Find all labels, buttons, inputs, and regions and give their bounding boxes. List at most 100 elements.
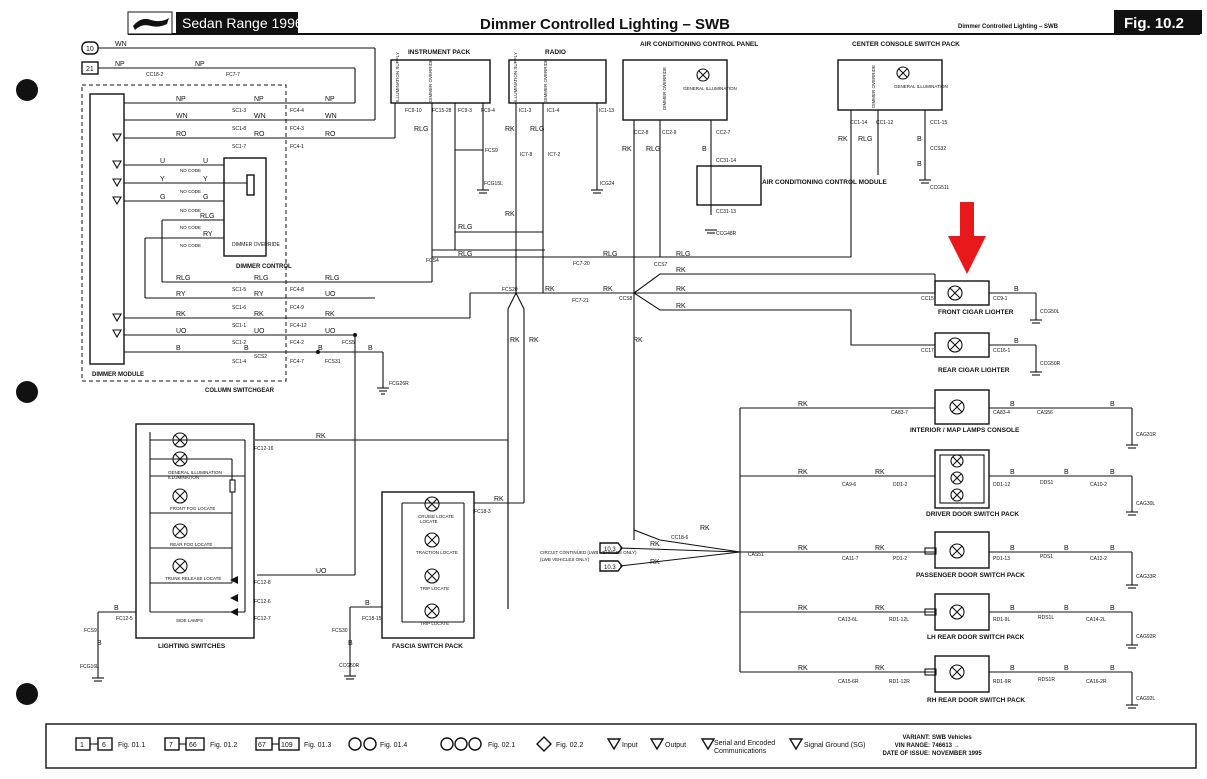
diagram-label: Fig. 01.2 bbox=[210, 742, 237, 749]
diagram-label: FASCIA SWITCH PACK bbox=[392, 643, 463, 650]
diagram-label: Input bbox=[622, 742, 638, 749]
diagram-shape bbox=[112, 329, 122, 339]
diagram-shape bbox=[112, 196, 122, 206]
diagram-label: RK bbox=[875, 545, 885, 552]
diagram-label: RO bbox=[325, 131, 336, 138]
diagram-shape bbox=[633, 342, 741, 553]
diagram-shape bbox=[896, 66, 910, 80]
diagram-label: CC1-14 bbox=[850, 120, 867, 126]
diagram-label: RO bbox=[254, 131, 265, 138]
diagram-label: AIR CONDITIONING CONTROL PANEL bbox=[640, 41, 758, 48]
diagram-label: RD1-9R bbox=[993, 679, 1011, 685]
diagram-label: B bbox=[1014, 286, 1019, 293]
lighting-switches: GENERAL ILLUMINATION ILLUMINATION FRONT … bbox=[80, 423, 327, 682]
diagram-shape bbox=[696, 68, 710, 82]
diagram-shape bbox=[939, 454, 985, 504]
red-arrow-pointer bbox=[948, 202, 986, 274]
diagram-label: RLG bbox=[676, 251, 690, 258]
diagram-label: RK bbox=[700, 525, 710, 532]
diagram-label: CCG48R bbox=[716, 231, 737, 237]
diagram-label: FC4-7 bbox=[290, 359, 304, 365]
diagram-label: (LWB VEHICLES ONLY) bbox=[540, 557, 590, 562]
diagram-shape bbox=[381, 491, 475, 639]
diagram-label: IC7-2 bbox=[548, 152, 560, 158]
diagram-label: TRIP LOCATE bbox=[420, 621, 449, 626]
diagram-label: B bbox=[1064, 469, 1069, 476]
diagram-shape bbox=[924, 608, 937, 616]
diagram-label: 21 bbox=[86, 66, 94, 73]
diagram-label: B bbox=[1064, 665, 1069, 672]
diagram-shape bbox=[949, 399, 965, 415]
diagram-shape bbox=[174, 560, 186, 572]
diagram-label: FCG15L bbox=[484, 181, 503, 187]
diagram-label: B bbox=[1010, 605, 1015, 612]
diagram-label: CA15-6R bbox=[838, 679, 859, 685]
diagram-label: WN bbox=[115, 41, 127, 48]
diagram-label: B bbox=[917, 161, 922, 168]
diagram-label: Output bbox=[665, 742, 686, 749]
diagram-label: CCG50L bbox=[1040, 309, 1060, 315]
diagram-shape bbox=[174, 525, 186, 537]
diagram-label: NP bbox=[254, 96, 264, 103]
diagram-label: RK bbox=[603, 286, 613, 293]
diagram-label: TRACTION LOCATE bbox=[416, 550, 458, 555]
diagram-label: RK bbox=[875, 605, 885, 612]
diagram-label: GENERAL ILLUMINATION bbox=[168, 470, 222, 475]
diagram-label: COLUMN SWITCHGEAR bbox=[205, 388, 275, 394]
diagram-label: 7 bbox=[169, 742, 173, 749]
diagram-label: U bbox=[160, 158, 165, 165]
fig-number: Fig. 10.2 bbox=[1124, 15, 1184, 32]
diagram-label: Y bbox=[203, 176, 208, 183]
diagram-label: RK bbox=[798, 545, 808, 552]
diagram-label: NO CODE bbox=[180, 225, 201, 230]
diagram-shape bbox=[633, 292, 935, 346]
diagram-shape bbox=[599, 542, 623, 554]
diagram-label: 746613 → bbox=[932, 743, 960, 749]
diagram-shape bbox=[952, 473, 962, 483]
diagram-label: Fig. 01.1 bbox=[118, 742, 145, 749]
binder-hole bbox=[16, 683, 38, 705]
diagram-label: CAG31R bbox=[1136, 432, 1156, 438]
diagram-label: TRUNK RELEASE LOCATE bbox=[165, 576, 221, 581]
diagram-label: B bbox=[1110, 545, 1115, 552]
diagram-label: Serial and Encoded bbox=[714, 740, 775, 747]
diagram-label: CENTER CONSOLE SWITCH PACK bbox=[852, 41, 960, 48]
diagram-label: CA16-2R bbox=[1086, 679, 1107, 685]
diagram-label: INSTRUMENT PACK bbox=[408, 49, 471, 56]
diagram-label: CCG51L bbox=[930, 185, 950, 191]
diagram-label: SC1-3 bbox=[232, 108, 246, 114]
diagram-label: RK bbox=[676, 267, 686, 274]
diagram-label: CC18-6 bbox=[671, 535, 688, 541]
diagram-label: VIN RANGE: bbox=[895, 743, 930, 749]
diagram-label: PD1-13 bbox=[993, 556, 1010, 562]
header: Sedan Range 1996 Dimmer Controlled Light… bbox=[127, 10, 1202, 35]
diagram-label: SCS2 bbox=[254, 354, 267, 360]
diagram-shape bbox=[924, 668, 937, 676]
diagram-label: SIDE LAMPS bbox=[176, 618, 203, 623]
diagram-label: CCG50R bbox=[339, 663, 360, 669]
diagram-label: CC2-7 bbox=[716, 130, 731, 136]
diagram-label: DIMMER OVERRIDE bbox=[543, 59, 548, 102]
diagram-label: UO bbox=[316, 568, 327, 575]
diagram-label: RK bbox=[494, 496, 504, 503]
connector-circle-icon bbox=[348, 737, 362, 751]
diagram-label: GENERAL ILLUMINATION bbox=[683, 86, 737, 91]
diagram-label: B bbox=[318, 345, 323, 352]
diagram-label: CCG50R bbox=[1040, 361, 1061, 367]
diagram-shape bbox=[278, 737, 300, 751]
diagram-shape bbox=[172, 558, 188, 574]
diagram-label: FCS5 bbox=[342, 340, 355, 346]
arrow-shaft bbox=[960, 202, 974, 238]
diagram-label: PDS1 bbox=[1040, 554, 1053, 560]
diagram-label: IC1-13 bbox=[599, 108, 614, 114]
diagram-shape bbox=[97, 737, 113, 751]
diagram-label: CAG92R bbox=[1136, 634, 1156, 640]
diagram-label: RLG bbox=[325, 275, 339, 282]
diagram-label: RK bbox=[176, 311, 186, 318]
jaguar-head-icon bbox=[133, 18, 169, 30]
diagram-label: RK bbox=[798, 665, 808, 672]
diagram-label: FC4-12 bbox=[290, 323, 307, 329]
diagram-label: CA14-2L bbox=[1086, 617, 1106, 623]
range-banner bbox=[176, 12, 298, 34]
